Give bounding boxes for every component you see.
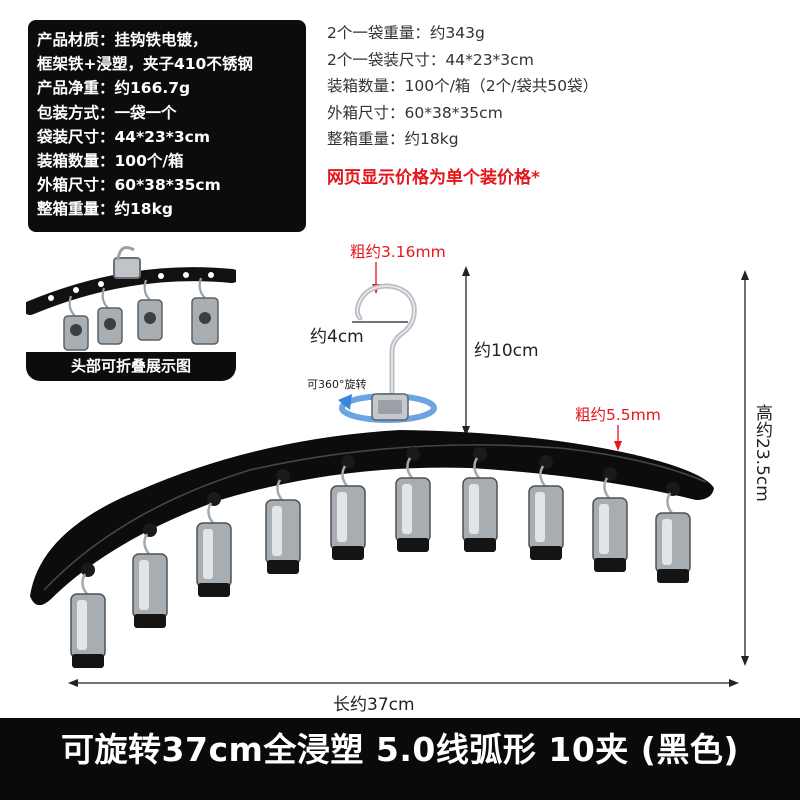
clip-3-rivet: [207, 492, 221, 506]
spec-line-net-weight: 产品净重：约166.7g: [37, 79, 191, 98]
clip-9-ring: [603, 477, 611, 499]
clip-6-tip: [397, 538, 429, 552]
spec-plain: 2个一袋重量：约343g 2个一袋装尺寸：44*23*3cm 装箱数量：100个…: [327, 20, 598, 153]
clip-8-body: [528, 485, 564, 551]
clip-1-ring: [81, 573, 89, 595]
clip-10-rivet: [666, 482, 680, 496]
spec2-line-qty: 装箱数量：100个/箱（2个/袋共50袋）: [327, 77, 599, 95]
total-height-arrow-top: [741, 270, 749, 280]
spec2-line-carton-size: 外箱尺寸：60*38*35cm: [327, 103, 503, 122]
clip-7-shine: [469, 484, 479, 534]
clip-2-tip: [134, 614, 166, 628]
total-length-arrow-left: [68, 679, 78, 687]
clip-7-rivet: [473, 447, 487, 461]
clip-4-rivet: [276, 469, 290, 483]
clip-4-ring: [276, 479, 284, 501]
clip-8-ring: [539, 465, 547, 487]
clip-9-shine: [599, 504, 609, 554]
spec2-line-carton-weight: 整箱重量：约18kg: [327, 130, 459, 148]
clip-5-body: [330, 485, 366, 551]
clip-7-tip: [464, 538, 496, 552]
clip-5-ring: [341, 465, 349, 487]
hook-thickness-label: 粗约3.16mm: [350, 243, 446, 261]
hook-height-label: 约10cm: [474, 341, 539, 361]
clip-2-rivet: [143, 523, 157, 537]
spec-line-carton-weight: 整箱重量：约18kg: [37, 200, 173, 219]
clip-4-tip: [267, 560, 299, 574]
clip-9-body: [592, 497, 628, 563]
clip-8-tip: [530, 546, 562, 560]
clip-5-tip: [332, 546, 364, 560]
total-length-arrow-right: [729, 679, 739, 687]
spec-line-carton-size: 外箱尺寸：60*38*35cm: [37, 176, 221, 195]
clip-8-shine: [535, 492, 545, 542]
clip-3-ring: [207, 502, 215, 524]
clip-4-body: [265, 499, 301, 565]
swivel-inner: [378, 400, 402, 414]
clip-9-rivet: [603, 467, 617, 481]
clip-10-tip: [657, 569, 689, 583]
total-height-arrow-bottom: [741, 656, 749, 666]
rotate-arrowhead-icon: [338, 394, 352, 410]
clip-10-body: [655, 512, 691, 574]
clip-6-body: [395, 477, 431, 543]
spec-line-material-2: 框架铁+浸塑，夹子410不锈钢: [37, 55, 253, 74]
hook-height-arrow-top: [462, 266, 470, 276]
total-length-label: 长约37cm: [333, 695, 415, 715]
clip-5-shine: [337, 492, 347, 542]
hook-height-arrow-bottom: [462, 426, 470, 436]
hook-width-label: 约4cm: [310, 327, 364, 347]
clip-1-body: [70, 593, 106, 659]
frame-thickness-label: 粗约5.5mm: [575, 406, 661, 424]
spec-box: 产品材质：挂钩铁电镀， 框架铁+浸塑，夹子410不锈钢 产品净重：约166.7g…: [28, 20, 306, 232]
clip-10-ring: [666, 492, 674, 514]
clip-1-shine: [77, 600, 87, 650]
total-height-label: 高约23.5cm: [752, 404, 772, 502]
hanger-frame-highlight: [43, 444, 707, 591]
clip-6-shine: [402, 484, 412, 534]
clip-2-ring: [143, 533, 151, 555]
clip-6-ring: [406, 457, 414, 479]
clip-1-tip: [72, 654, 104, 668]
clip-2-shine: [139, 560, 149, 610]
clip-3-tip: [198, 583, 230, 597]
clip-7-body: [462, 477, 498, 543]
hanger-frame: [30, 430, 714, 606]
inset-caption: 头部可折叠展示图: [26, 352, 236, 381]
clip-3-shine: [203, 529, 213, 579]
clip-4-shine: [272, 506, 282, 556]
clip-10-shine: [662, 519, 672, 565]
spec-line-carton-qty: 装箱数量：100个/箱: [37, 152, 184, 171]
clip-5-rivet: [341, 455, 355, 469]
frame-thickness-arrow: [614, 441, 622, 451]
clip-2-body: [132, 553, 168, 619]
product-title-banner: 可旋转37cm全浸塑 5.0线弧形 10夹 (黑色): [0, 718, 800, 800]
hook-highlight: [356, 285, 416, 399]
rotate-label: 可360°旋转: [307, 378, 367, 391]
clip-9-tip: [594, 558, 626, 572]
spec2-line-size: 2个一袋装尺寸：44*23*3cm: [327, 50, 534, 69]
spec-line-packaging: 包装方式：一袋一个: [37, 103, 177, 122]
spec2-line-weight: 2个一袋重量：约343g: [327, 24, 485, 42]
clip-6-rivet: [406, 447, 420, 461]
price-note: 网页显示价格为单个装价格*: [327, 168, 540, 188]
clip-7-ring: [473, 457, 481, 479]
clip-3-body: [196, 522, 232, 588]
spec-line-bag-size: 袋装尺寸：44*23*3cm: [37, 127, 210, 146]
spec-line-material-1: 产品材质：挂钩铁电镀，: [37, 31, 208, 49]
clip-8-rivet: [539, 455, 553, 469]
clip-1-rivet: [81, 563, 95, 577]
